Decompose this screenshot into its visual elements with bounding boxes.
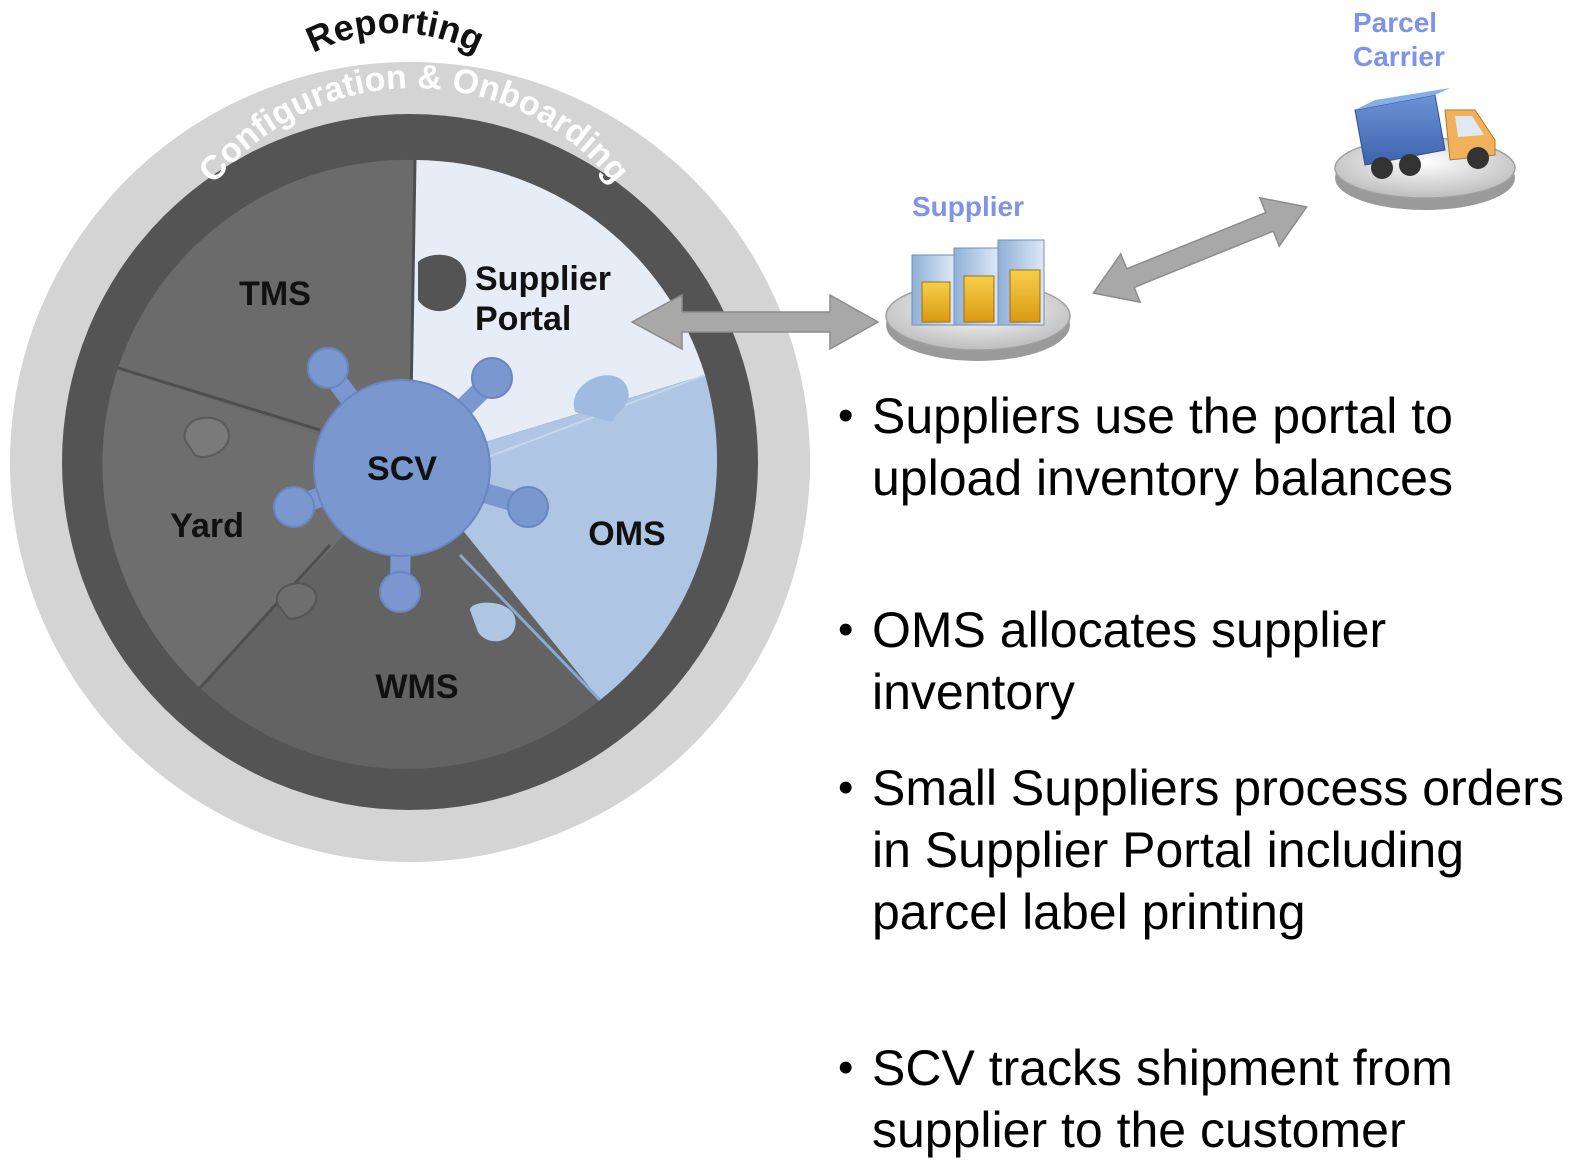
supplier-portal-label-line2: Portal: [475, 300, 571, 338]
supplier-node: Supplier: [885, 191, 1071, 361]
wms-puzzle-knob: [275, 582, 318, 620]
scv-label: SCV: [367, 450, 437, 488]
scv-hub: [273, 347, 549, 613]
supplier-portal-label-line1: Supplier: [475, 260, 611, 298]
oms-puzzle-knob: [573, 375, 629, 422]
wms-oms-puzzle-knob: [470, 602, 516, 642]
bullet-item: OMS allocates supplier inventory: [838, 599, 1578, 723]
yard-puzzle-knob: [183, 416, 231, 458]
supplier-label: Supplier: [912, 191, 1024, 222]
portal-puzzle-knob: [418, 254, 467, 312]
oms-label: OMS: [588, 515, 665, 553]
wms-segment: [200, 465, 600, 769]
bullet-list: Suppliers use the portal to upload inven…: [838, 385, 1578, 1161]
tms-label: TMS: [239, 275, 311, 313]
oms-wms-seam: [458, 553, 602, 702]
portal-oms-seam: [479, 374, 706, 461]
bullet-item: Small Suppliers process orders in Suppli…: [838, 757, 1578, 943]
parcel-carrier-label-line2: Carrier: [1353, 41, 1445, 72]
portal-supplier-arrow: [630, 293, 880, 351]
reporting-label: Reporting: [300, 0, 491, 60]
truck-icon: [1354, 88, 1496, 179]
yard-label: Yard: [170, 507, 244, 545]
warehouse-icon: [911, 239, 1045, 326]
supplier-carrier-arrow: [1092, 196, 1308, 304]
bullet-item: SCV tracks shipment from supplier to the…: [838, 1037, 1578, 1161]
wms-label: WMS: [375, 668, 458, 706]
bullet-item: Suppliers use the portal to upload inven…: [838, 385, 1578, 509]
parcel-carrier-node: Parcel Carrier: [1334, 7, 1516, 210]
parcel-carrier-label-line1: Parcel: [1353, 7, 1437, 38]
